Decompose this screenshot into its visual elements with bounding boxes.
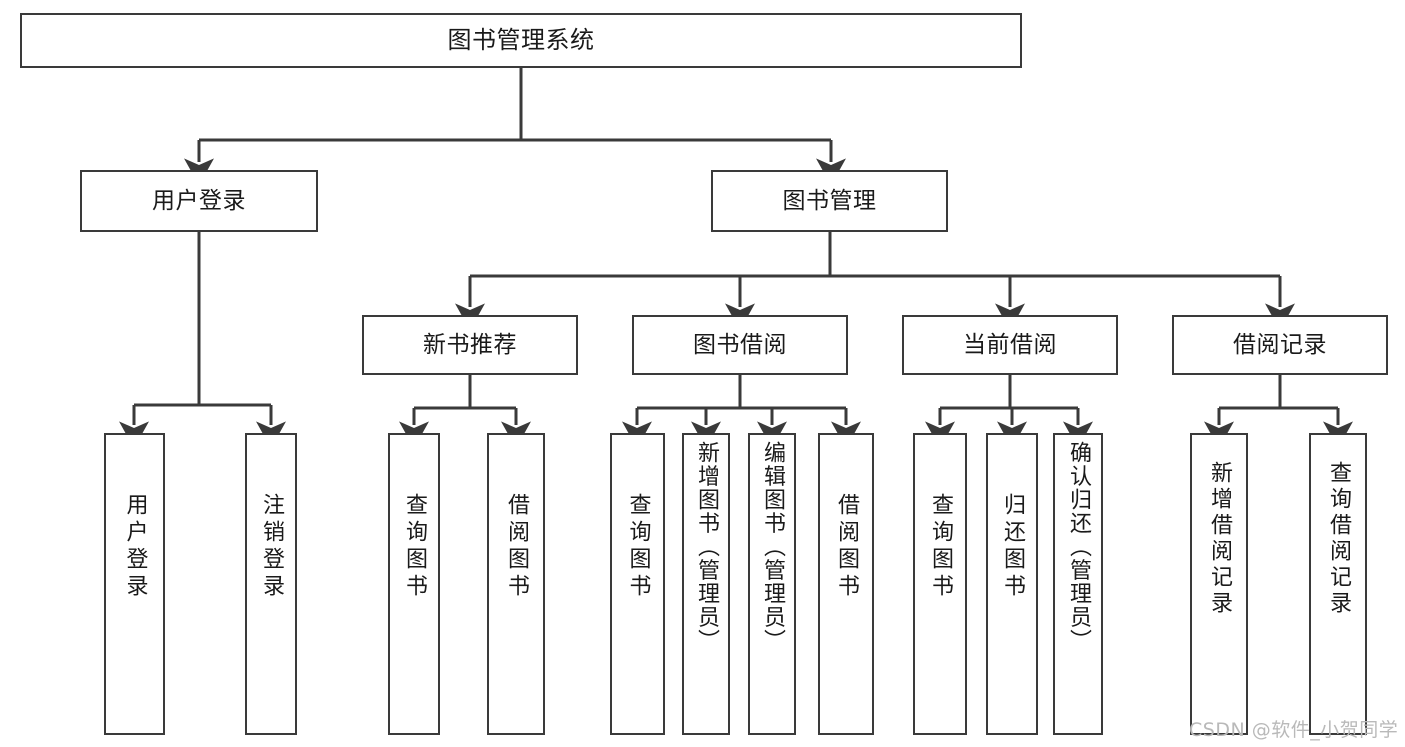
node-root-label: 图书管理系统 [447, 25, 595, 54]
leaf-user-login[interactable]: 用户登录 [104, 433, 165, 735]
leaf-confirm-return[interactable]: 确认归还（管理员） [1053, 433, 1103, 735]
leaf-return-book[interactable]: 归还图书 [986, 433, 1038, 735]
leaf-add-borrow-record-label: 新增借阅记录 [1207, 461, 1232, 617]
csdn-watermark: CSDN @软件_小贺同学 [1189, 719, 1399, 741]
leaf-add-book-label: 新增图书（管理员） [694, 441, 719, 653]
node-user-login[interactable]: 用户登录 [80, 170, 318, 232]
leaf-logout[interactable]: 注销登录 [245, 433, 297, 735]
leaf-query-borrow-record-label: 查询借阅记录 [1326, 461, 1351, 617]
node-book-management-label: 图书管理 [782, 187, 877, 214]
node-user-login-label: 用户登录 [152, 187, 246, 214]
leaf-borrow-book-1-label: 借阅图书 [504, 493, 529, 601]
leaf-add-book[interactable]: 新增图书（管理员） [682, 433, 730, 735]
leaf-query-book-1[interactable]: 查询图书 [388, 433, 440, 735]
leaf-query-book-3-label: 查询图书 [928, 493, 953, 601]
leaf-edit-book-label: 编辑图书（管理员） [760, 441, 785, 653]
leaf-logout-label: 注销登录 [259, 493, 284, 601]
node-borrow-record-label: 借阅记录 [1233, 331, 1327, 358]
leaf-borrow-book-1[interactable]: 借阅图书 [487, 433, 545, 735]
leaf-borrow-book-2[interactable]: 借阅图书 [818, 433, 874, 735]
node-book-borrow[interactable]: 图书借阅 [632, 315, 848, 375]
leaf-edit-book[interactable]: 编辑图书（管理员） [748, 433, 796, 735]
leaf-query-borrow-record[interactable]: 查询借阅记录 [1309, 433, 1367, 735]
leaf-add-borrow-record[interactable]: 新增借阅记录 [1190, 433, 1248, 735]
leaf-query-book-1-label: 查询图书 [402, 493, 427, 601]
leaf-user-login-label: 用户登录 [122, 493, 148, 601]
node-book-borrow-label: 图书借阅 [693, 331, 787, 358]
node-new-book-recommend-label: 新书推荐 [423, 331, 517, 358]
leaf-query-book-3[interactable]: 查询图书 [913, 433, 967, 735]
node-book-management[interactable]: 图书管理 [711, 170, 948, 232]
node-new-book-recommend[interactable]: 新书推荐 [362, 315, 578, 375]
node-current-borrow[interactable]: 当前借阅 [902, 315, 1118, 375]
leaf-borrow-book-2-label: 借阅图书 [834, 493, 859, 601]
node-root[interactable]: 图书管理系统 [20, 13, 1022, 68]
node-current-borrow-label: 当前借阅 [963, 331, 1057, 358]
leaf-query-book-2-label: 查询图书 [625, 493, 651, 601]
leaf-confirm-return-label: 确认归还（管理员） [1066, 441, 1091, 653]
node-borrow-record[interactable]: 借阅记录 [1172, 315, 1388, 375]
leaf-query-book-2[interactable]: 查询图书 [610, 433, 665, 735]
leaf-return-book-label: 归还图书 [1000, 493, 1025, 601]
